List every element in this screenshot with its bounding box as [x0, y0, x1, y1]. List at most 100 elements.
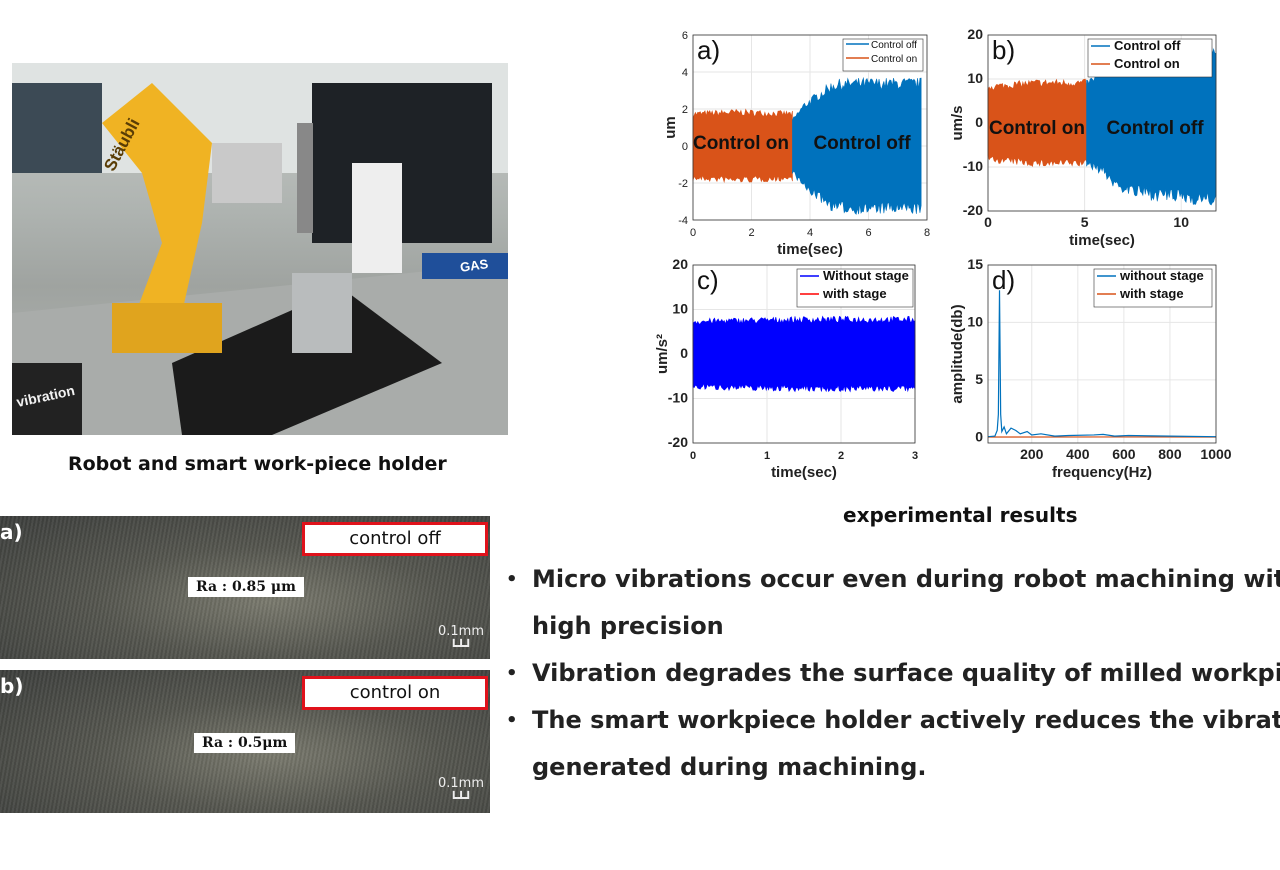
axes-frame	[692, 264, 916, 444]
x-tick-label: 200	[1020, 446, 1044, 462]
surface-image-control-on: b) control on Ra : 0.5μm 0.1mm┗┻┛	[0, 670, 490, 813]
legend-entry: without stage	[1119, 268, 1204, 283]
series-without-stage	[987, 290, 1217, 438]
bullet-line: Micro vibrations occur even during robot…	[532, 565, 1280, 593]
x-tick-label: 3	[912, 450, 918, 462]
x-tick-label: 10	[1173, 214, 1189, 230]
y-axis-label: um/s	[949, 105, 966, 140]
bullet-item: •Vibration degrades the surface quality …	[506, 650, 1280, 697]
y-tick-label: 10	[967, 70, 983, 86]
x-tick-label: 800	[1158, 446, 1182, 462]
panel-label: c)	[697, 265, 719, 295]
y-tick-label: 2	[682, 104, 688, 116]
panel-label: b)	[992, 35, 1015, 65]
axes-frame	[987, 34, 1217, 212]
y-tick-label: -2	[678, 178, 688, 190]
x-tick-label: 2	[748, 227, 754, 239]
x-tick-label: 0	[984, 214, 992, 230]
series-without-stage	[692, 315, 916, 393]
x-tick-label: 5	[1081, 214, 1089, 230]
surface-label: b)	[0, 674, 24, 698]
y-tick-label: -20	[963, 202, 983, 218]
y-tick-label: -20	[668, 434, 688, 450]
photo-caption: Robot and smart work-piece holder	[68, 453, 447, 475]
y-axis-label: amplitude(db)	[949, 304, 966, 403]
y-tick-label: 0	[975, 114, 983, 130]
bullet-list: •Micro vibrations occur even during robo…	[506, 556, 1280, 791]
scale-bar: 0.1mm┗┻┛	[437, 776, 484, 805]
bullet-line: The smart workpiece holder actively redu…	[532, 706, 1280, 734]
x-tick-label: 1	[764, 450, 770, 462]
surface-label: a)	[0, 520, 23, 544]
y-tick-label: -10	[668, 390, 688, 406]
axes-frame	[987, 264, 1217, 444]
y-tick-label: 15	[967, 256, 983, 272]
legend-entry: Control on	[1114, 56, 1180, 71]
x-tick-label: 0	[690, 227, 696, 239]
y-tick-label: 5	[975, 371, 983, 387]
panel-label: a)	[697, 35, 720, 65]
legend: Without stage with stage	[796, 268, 914, 308]
bullet-item: •The smart workpiece holder actively red…	[506, 697, 1280, 791]
x-tick-label: 2	[838, 450, 844, 462]
series-control-off	[792, 76, 922, 215]
state-badge: control on	[302, 676, 488, 710]
legend: without stage with stage	[1093, 268, 1213, 308]
x-tick-label: 0	[690, 450, 696, 462]
legend-entry: with stage	[1119, 286, 1184, 301]
roughness-value: Ra : 0.5μm	[194, 733, 296, 753]
roughness-value: Ra : 0.85 μm	[188, 577, 304, 597]
bullet-line: generated during machining.	[532, 753, 927, 781]
axes-frame	[692, 34, 928, 221]
annotation: Control on	[693, 133, 789, 154]
y-tick-label: 0	[682, 141, 688, 153]
legend-entry: Control off	[871, 40, 917, 51]
x-tick-label: 600	[1112, 446, 1136, 462]
chart-d: 200 400 600 800 1000 0 5 10 15 d) frequency(Hz) amp…	[949, 256, 1232, 481]
annotation: Control off	[813, 133, 911, 154]
annotation: Control off	[1106, 118, 1204, 139]
scale-label: 0.1mm	[437, 624, 484, 639]
y-tick-label: -10	[963, 158, 983, 174]
x-tick-label: 1000	[1200, 446, 1231, 462]
surface-image-control-off: a) control off Ra : 0.85 μm 0.1mm┗┻┛	[0, 516, 490, 659]
bullet-item: •Micro vibrations occur even during robo…	[506, 556, 1280, 650]
x-axis-label: time(sec)	[777, 241, 843, 258]
y-tick-label: 10	[967, 313, 983, 329]
robot-photo: Stäubli vibration GAS	[12, 63, 508, 435]
bullet-line: Vibration degrades the surface quality o…	[532, 659, 1280, 687]
panel-label: d)	[992, 265, 1015, 295]
y-tick-label: 20	[672, 256, 688, 272]
y-axis-label: um/s²	[654, 334, 671, 374]
y-tick-label: 0	[680, 345, 688, 361]
y-tick-label: 0	[975, 428, 983, 444]
x-axis-label: time(sec)	[771, 464, 837, 481]
robot-illustration	[12, 63, 508, 435]
chart-c: 0 1 2 3 -20 -10 0 10 20 c) time(sec) um/s² Without s…	[654, 256, 918, 481]
y-tick-label: 6	[682, 30, 688, 42]
scale-bar: 0.1mm┗┻┛	[437, 624, 484, 653]
legend-entry: Control off	[1114, 38, 1181, 53]
y-tick-label: 10	[672, 301, 688, 317]
bullet-line: high precision	[532, 612, 724, 640]
x-axis-label: time(sec)	[1069, 232, 1135, 249]
y-tick-label: 20	[967, 26, 983, 42]
legend-entry: Without stage	[823, 268, 909, 283]
results-caption: experimental results	[843, 503, 1078, 527]
legend-entry: Control on	[871, 54, 917, 65]
chart-b: 0 5 10 -20 -10 0 10 20 b) time(sec) um/s Control of…	[949, 26, 1217, 249]
x-tick-label: 6	[865, 227, 871, 239]
x-tick-label: 400	[1066, 446, 1090, 462]
annotation: Control on	[989, 118, 1085, 139]
scale-label: 0.1mm	[437, 776, 484, 791]
legend-entry: with stage	[822, 286, 887, 301]
x-axis-label: frequency(Hz)	[1052, 464, 1152, 481]
x-tick-label: 4	[807, 227, 813, 239]
series-control-on	[692, 108, 793, 184]
x-tick-label: 8	[924, 227, 930, 239]
y-tick-label: 4	[682, 67, 688, 79]
